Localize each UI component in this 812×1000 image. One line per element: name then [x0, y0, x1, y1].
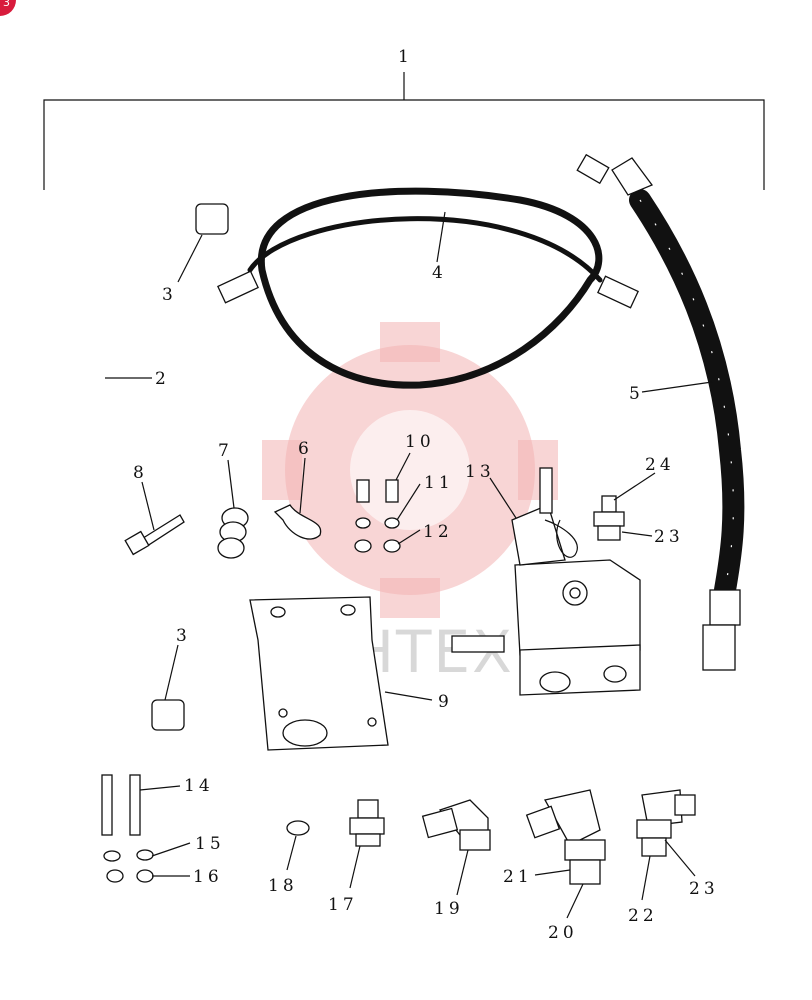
callout-23-bottom: 23: [689, 879, 719, 899]
callout-11: 11: [424, 473, 454, 493]
clamp-part: [273, 504, 322, 540]
long-hose-part: [576, 153, 745, 671]
callout-16: 16: [193, 867, 223, 887]
assembly-bracket: [43, 72, 765, 190]
callout-14: 14: [184, 776, 214, 796]
callout-19: 19: [434, 899, 464, 919]
callout-21: 21: [503, 867, 533, 887]
callout-23-top: 23: [654, 527, 684, 547]
seal-part: [286, 820, 310, 836]
callout-7: 7: [218, 441, 233, 461]
corner-badge-label: 3: [3, 0, 10, 9]
bolt-part: [124, 514, 185, 556]
o-rings-part: [217, 507, 249, 559]
callout-13: 13: [465, 462, 495, 482]
callout-20: 20: [548, 923, 578, 943]
callout-3-bottom: 3: [176, 626, 191, 646]
callout-2: 2: [155, 369, 170, 389]
callout-6: 6: [298, 439, 313, 459]
corner-badge: 3: [0, 0, 16, 16]
elbow-22-part: [636, 789, 696, 857]
callout-12: 12: [423, 522, 453, 542]
adapter-17-part: [349, 799, 385, 847]
hydraulic-hose-part: [217, 187, 639, 389]
long-bolts-part: [101, 774, 154, 883]
callout-4: 4: [432, 263, 447, 283]
callout-18: 18: [268, 876, 298, 896]
callout-labels: 1 2 3 3 4 5 6 7 8 9 10 11 12 13 14 15 16…: [133, 47, 719, 943]
callout-9: 9: [438, 692, 453, 712]
callout-15: 15: [195, 834, 225, 854]
fitting-24-part: [593, 495, 625, 541]
elbow-19-part: [421, 799, 491, 851]
callout-3-top: 3: [162, 285, 177, 305]
small-fasteners-part: [354, 479, 401, 553]
steel-tube-part: [75, 203, 229, 731]
callout-10: 10: [405, 432, 435, 452]
callout-1: 1: [398, 47, 413, 67]
valve-block-part: [451, 467, 641, 696]
callout-24: 24: [645, 455, 675, 475]
leader-lines: [105, 211, 713, 919]
callout-17: 17: [328, 895, 358, 915]
mounting-plate-part: [249, 596, 389, 751]
callout-22: 22: [628, 906, 658, 926]
callout-5: 5: [629, 384, 644, 404]
elbow-20-part: [525, 789, 606, 885]
callout-8: 8: [133, 463, 148, 483]
